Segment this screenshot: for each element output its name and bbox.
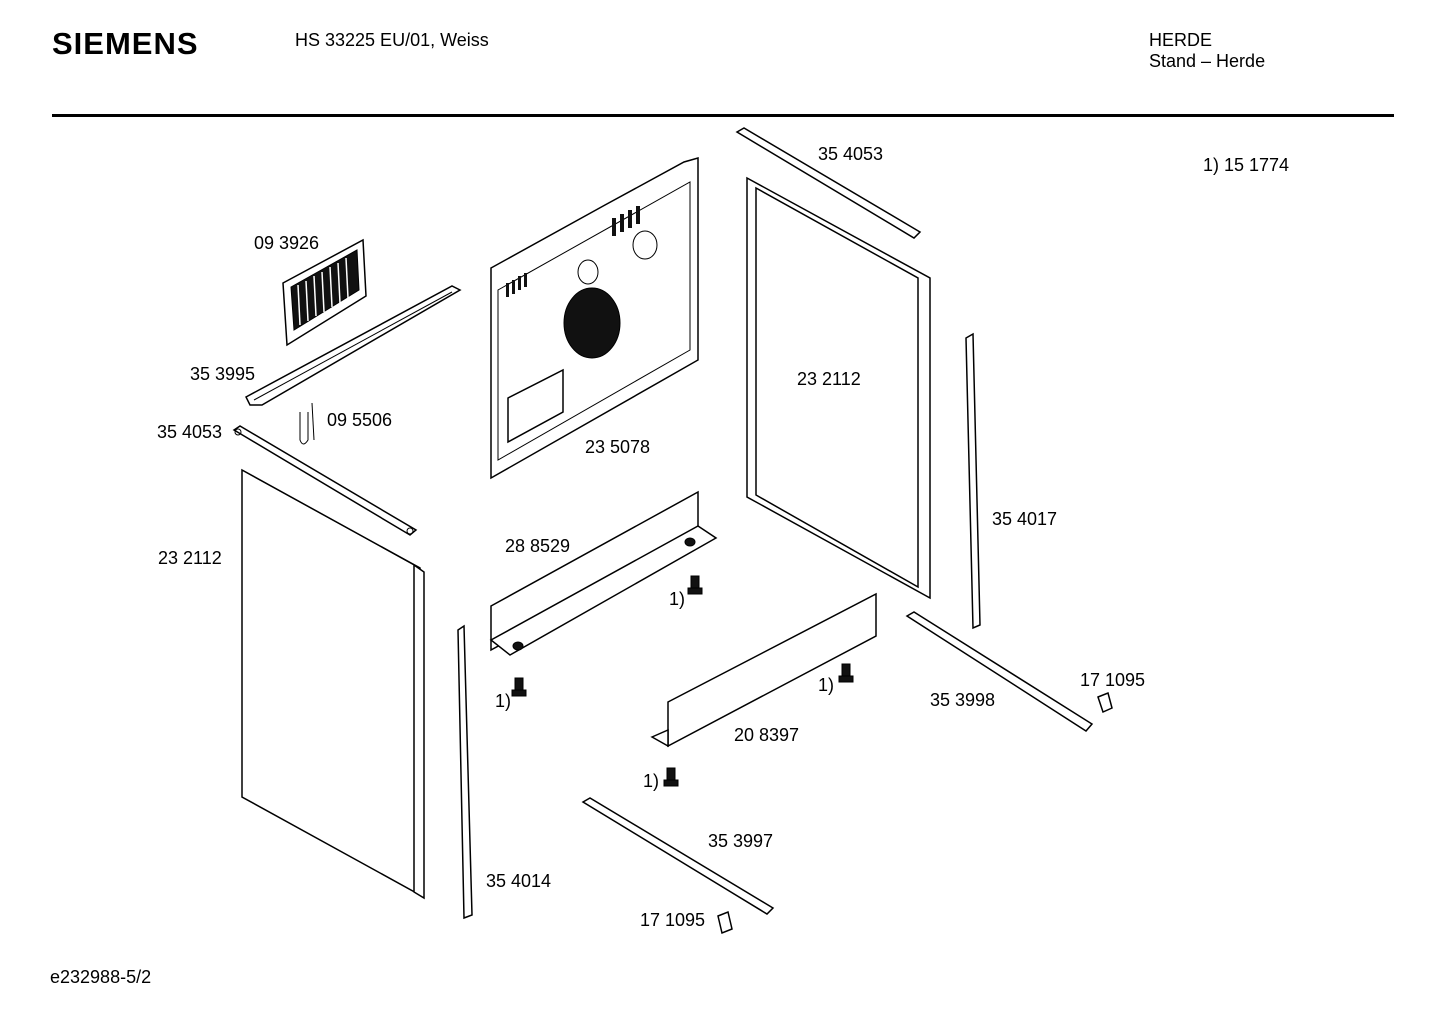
footnote-marker: 1) [669,589,686,609]
strip-354017 [965,332,981,630]
label-171095-bottom: 17 1095 [640,910,706,930]
label-354017: 35 4017 [992,509,1058,529]
label-354053-left: 35 4053 [157,422,223,442]
side-panel-left [241,468,425,900]
label-093926: 09 3926 [254,233,320,253]
label-232112-left: 23 2112 [158,548,222,568]
category-line-1: HERDE [1149,30,1213,50]
footnote-marker: 1) [495,691,512,711]
label-235078: 23 5078 [585,437,651,457]
footnote-marker: 1) [643,771,660,791]
side-frame-right [746,176,931,600]
label-354014: 35 4014 [486,871,552,891]
header-divider [52,114,1394,117]
footnote-reference: 1) 15 1774 [1203,155,1290,175]
label-208397: 20 8397 [734,725,800,745]
screw-icon [511,677,527,697]
model-title: HS 33225 EU/01, Weiss [295,30,489,50]
back-panel-235078 [490,157,699,480]
label-232112-right: 23 2112 [797,369,861,389]
brand-logo: SIEMENS [52,26,199,61]
screw-icon [838,663,854,683]
bar-353995 [245,285,462,406]
rail-353998 [905,611,1094,732]
grille-093926 [282,238,367,347]
screw-icon [687,575,703,595]
rail-354053-left [232,425,418,536]
label-353997: 35 3997 [708,831,774,851]
screw-icon [663,767,679,787]
channel-208397 [650,592,877,748]
label-288529: 28 8529 [505,536,571,556]
channel-288529 [489,490,718,656]
label-353998: 35 3998 [930,690,996,710]
rail-354053-top [735,127,922,239]
clip-171095-right [1097,691,1113,714]
label-171095-right: 17 1095 [1080,670,1146,690]
label-354053-top: 35 4053 [818,144,884,164]
hook-095506 [299,402,315,445]
label-353995: 35 3995 [190,364,256,384]
document-id: e232988-5/2 [50,967,152,987]
rail-353997 [581,797,775,915]
strip-354014 [457,624,473,920]
label-095506: 09 5506 [327,410,393,430]
clip-171095-bottom [717,910,733,935]
footnote-marker: 1) [818,675,835,695]
category-line-2: Stand – Herde [1149,51,1266,71]
